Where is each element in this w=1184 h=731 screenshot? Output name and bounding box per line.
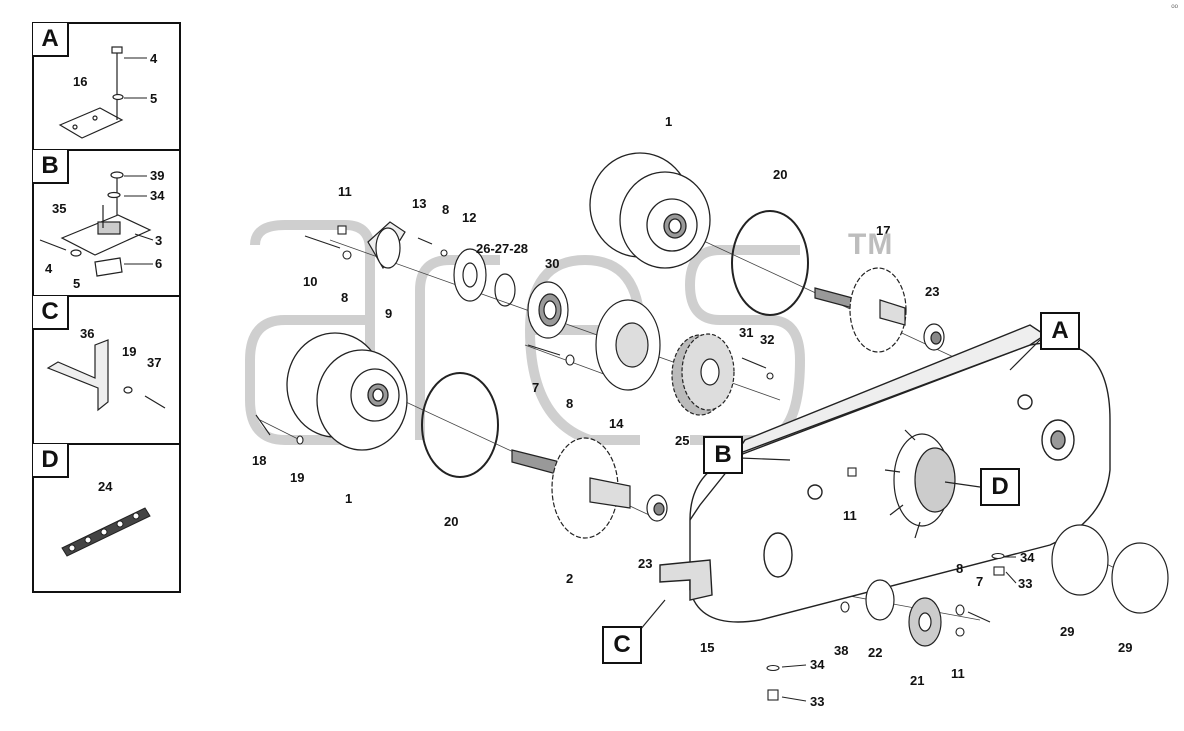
seal-26-27-28 xyxy=(494,273,516,307)
inset-a-label-4: 4 xyxy=(150,51,158,66)
cover-29-a xyxy=(1051,524,1109,596)
trademark-mark: TM xyxy=(848,228,894,261)
inset-b-label-34: 34 xyxy=(150,188,165,203)
label-11-c: 11 xyxy=(951,666,965,681)
inset-b-label-35: 35 xyxy=(52,201,66,216)
inset-d-parts xyxy=(61,507,151,557)
hydraulic-motor-bottom xyxy=(286,332,408,451)
label-25: 25 xyxy=(675,433,689,448)
double-sprocket-25 xyxy=(671,333,735,416)
inset-tag-b: B xyxy=(33,150,69,184)
inset-tag-c: C xyxy=(33,296,69,330)
hub-disk xyxy=(595,299,661,391)
internal-rotor-d xyxy=(884,429,956,539)
bearing-23-top xyxy=(923,323,945,351)
inset-c-label-37: 37 xyxy=(147,355,161,370)
label-14: 14 xyxy=(609,416,624,431)
label-1-top: 1 xyxy=(665,114,672,129)
label-33-b: 33 xyxy=(810,694,824,709)
label-19: 19 xyxy=(290,470,304,485)
label-20-b: 20 xyxy=(444,514,458,529)
small-hardware xyxy=(255,225,1005,701)
label-18: 18 xyxy=(252,453,266,468)
inset-d-label-24: 24 xyxy=(98,479,113,494)
inset-c-label-36: 36 xyxy=(80,326,94,341)
label-12: 12 xyxy=(462,210,476,225)
callout-d: D xyxy=(980,468,1020,506)
inset-b-label-39: 39 xyxy=(150,168,164,183)
label-34-b: 34 xyxy=(810,657,825,672)
inset-d-frame xyxy=(32,443,181,593)
callout-a: A xyxy=(1040,312,1080,350)
corner-mark: ᵒᵒ xyxy=(1171,2,1178,12)
inset-b-label-6: 6 xyxy=(155,256,162,271)
label-11-a: 11 xyxy=(338,184,352,199)
inset-a-parts xyxy=(58,46,124,139)
label-11-b: 11 xyxy=(843,508,857,523)
inset-b-label-3: 3 xyxy=(155,233,162,248)
inset-a-label-16: 16 xyxy=(73,74,87,89)
label-17: 17 xyxy=(876,223,890,238)
label-34-a: 34 xyxy=(1020,550,1035,565)
cover-29-b xyxy=(1111,542,1169,614)
label-33-a: 33 xyxy=(1018,576,1032,591)
label-32: 32 xyxy=(760,332,774,347)
sprocket-shaft-2 xyxy=(511,437,631,539)
label-leaders xyxy=(124,57,1017,702)
label-13: 13 xyxy=(412,196,426,211)
label-22: 22 xyxy=(868,645,882,660)
label-10: 10 xyxy=(303,274,317,289)
label-8-a: 8 xyxy=(442,202,449,217)
inset-b-label-5: 5 xyxy=(73,276,80,291)
inset-b-label-4: 4 xyxy=(45,261,53,276)
callout-leaders xyxy=(639,339,1041,631)
inset-b-parts xyxy=(39,171,152,277)
label-1-bottom: 1 xyxy=(345,491,352,506)
inset-c-label-19: 19 xyxy=(122,344,136,359)
label-29-b: 29 xyxy=(1118,640,1132,655)
bearing-23-bottom xyxy=(646,494,668,522)
callout-b: B xyxy=(703,436,743,474)
label-30: 30 xyxy=(545,256,559,271)
label-23-a: 23 xyxy=(925,284,939,299)
inset-c-parts xyxy=(46,339,166,412)
label-8-c: 8 xyxy=(566,396,573,411)
flange-21 xyxy=(908,597,942,647)
label-7-right: 7 xyxy=(976,574,983,589)
label-7-left: 7 xyxy=(532,380,539,395)
callout-c: C xyxy=(602,626,642,664)
inset-tag-d: D xyxy=(33,444,69,478)
label-15: 15 xyxy=(700,640,714,655)
label-9: 9 xyxy=(385,306,392,321)
inset-tag-a: A xyxy=(33,23,69,57)
bearing-30 xyxy=(527,281,569,339)
label-23-b: 23 xyxy=(638,556,652,571)
plate-12 xyxy=(453,248,487,302)
label-21: 21 xyxy=(910,673,924,688)
sprocket-shaft-17 xyxy=(814,267,907,353)
hydraulic-motor-top xyxy=(589,152,711,269)
label-8-b: 8 xyxy=(341,290,348,305)
o-ring-20-top xyxy=(731,210,809,316)
label-26-27-28: 26-27-28 xyxy=(476,241,528,256)
o-ring-20-bottom xyxy=(421,372,499,478)
label-29-a: 29 xyxy=(1060,624,1074,639)
label-2: 2 xyxy=(566,571,573,586)
label-38: 38 xyxy=(834,643,848,658)
cover-22 xyxy=(865,579,895,621)
label-20-a: 20 xyxy=(773,167,787,182)
flange-9 xyxy=(367,221,406,270)
label-31: 31 xyxy=(739,325,753,340)
label-8-d: 8 xyxy=(956,561,963,576)
inset-a-label-5: 5 xyxy=(150,91,157,106)
